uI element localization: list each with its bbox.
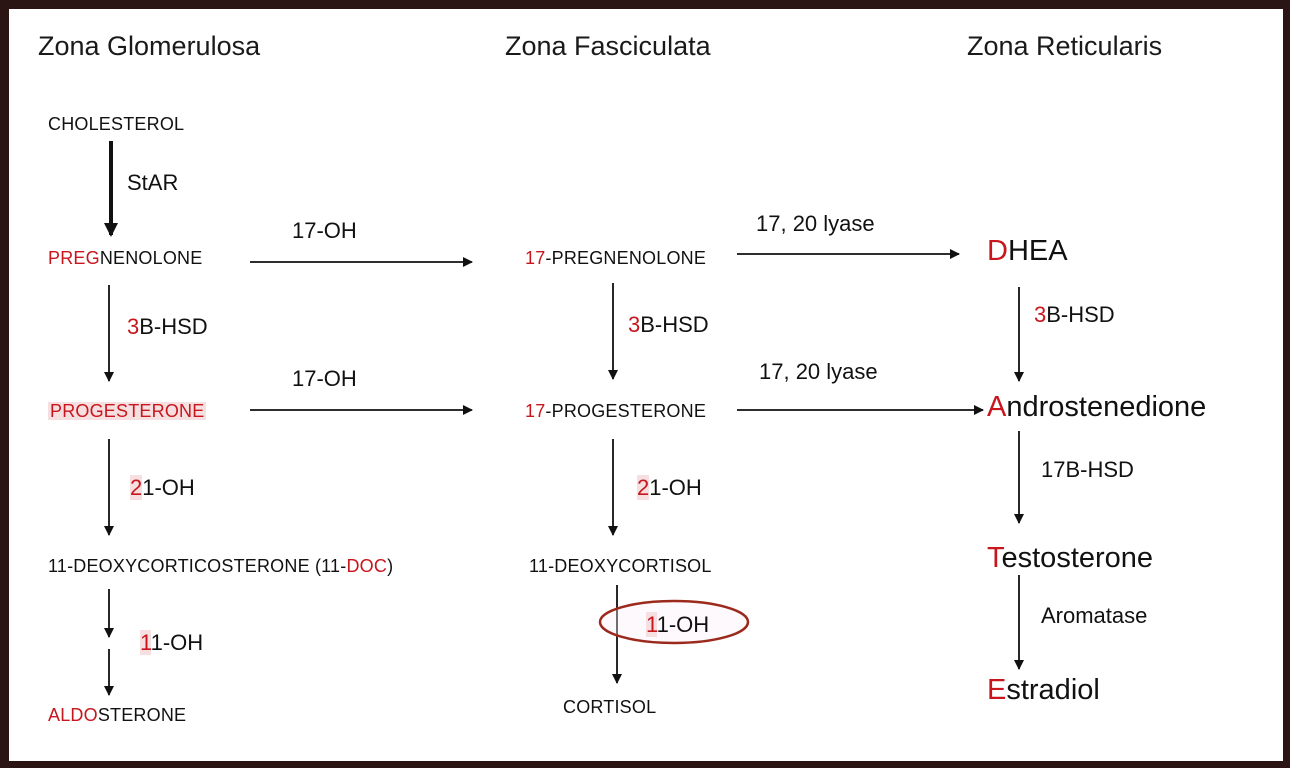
- enzyme-11-oh-rest: 1-OH: [150, 630, 204, 655]
- enzyme-3b-hsd-r-digit: 3: [1034, 302, 1047, 327]
- header-zona-glomerulosa: Zona Glomerulosa: [38, 31, 261, 61]
- doc-abbrev: DOC: [346, 556, 388, 576]
- highlight-oval-11oh: [598, 599, 750, 645]
- dhea-prefix: D: [987, 235, 1008, 267]
- enzyme-17-20-lyase-top: 17, 20 lyase: [756, 211, 875, 236]
- label-androstenedione: Androstenedione: [987, 393, 1206, 422]
- header-zona-reticularis: Zona Reticularis: [967, 31, 1163, 61]
- enzyme-17-oh-bottom: 17-OH: [292, 366, 357, 391]
- aldosterone-suffix: STERONE: [97, 705, 187, 725]
- estradiol-prefix: E: [987, 674, 1007, 706]
- enzyme-11-oh-f-digit: 1: [646, 612, 657, 637]
- enzyme-3b-hsd-digit: 3: [127, 314, 140, 339]
- androstenedione-prefix: A: [987, 391, 1007, 423]
- label-pregnenolone: PREGNENOLONE: [48, 249, 202, 267]
- arrows-layer: [104, 141, 1024, 696]
- label-17-progesterone: 17-PROGESTERONE: [525, 402, 706, 420]
- enzyme-21-oh-f-rest: 1-OH: [649, 475, 702, 500]
- label-estradiol: Estradiol: [987, 676, 1100, 705]
- enzyme-aromatase: Aromatase: [1041, 603, 1148, 628]
- testosterone-suffix: estosterone: [1001, 542, 1154, 574]
- enzyme-3b-hsd-fasciculata: 3B-HSD: [628, 314, 709, 336]
- header-zona-fasciculata: Zona Fasciculata: [505, 31, 711, 61]
- testosterone-prefix: T: [987, 542, 1002, 574]
- label-cortisol: CORTISOL: [563, 697, 657, 717]
- 17-progesterone-suffix: -PROGESTERONE: [545, 401, 707, 421]
- pregnenolone-prefix: PREG: [48, 248, 100, 268]
- 17-pregnenolone-prefix: 17: [525, 248, 546, 268]
- enzyme-21-oh-f-digit: 2: [637, 475, 650, 500]
- dhea-suffix: HEA: [1007, 235, 1068, 267]
- enzyme-star: StAR: [127, 170, 179, 195]
- enzyme-21-oh-glomerulosa: 21-OH: [130, 475, 195, 500]
- doc-prefix: 11-DEOXYCORTICOSTERONE (11-: [48, 556, 347, 576]
- enzyme-3b-hsd-rest: B-HSD: [139, 314, 208, 339]
- estradiol-suffix: stradiol: [1006, 674, 1100, 706]
- pregnenolone-suffix: NENOLONE: [99, 248, 203, 268]
- enzyme-3b-hsd-f-digit: 3: [628, 312, 641, 337]
- enzyme-21-oh-rest: 1-OH: [142, 475, 195, 500]
- enzyme-3b-hsd-r-rest: B-HSD: [1046, 302, 1115, 327]
- label-aldosterone: ALDOSTERONE: [48, 706, 186, 724]
- enzyme-3b-hsd-glomerulosa: 3B-HSD: [127, 316, 208, 338]
- label-17-pregnenolone: 17-PREGNENOLONE: [525, 249, 706, 267]
- enzyme-17b-hsd: 17B-HSD: [1041, 457, 1134, 482]
- label-11-deoxycorticosterone: 11-DEOXYCORTICOSTERONE (11-DOC): [48, 557, 393, 575]
- label-testosterone: Testosterone: [987, 544, 1153, 573]
- label-dhea: DHEA: [987, 237, 1068, 266]
- enzyme-21-oh-digit: 2: [130, 475, 143, 500]
- steroidogenesis-diagram: Zona Glomerulosa Zona Fasciculata Zona R…: [9, 9, 1283, 761]
- aldosterone-prefix: ALDO: [48, 705, 98, 725]
- enzyme-3b-hsd-f-rest: B-HSD: [640, 312, 709, 337]
- enzyme-21-oh-fasciculata: 21-OH: [637, 475, 702, 500]
- enzyme-11-oh-fasciculata: 11-OH: [646, 612, 710, 637]
- doc-close-paren: ): [387, 556, 394, 576]
- label-cholesterol: CHOLESTEROL: [48, 114, 185, 134]
- androstenedione-suffix: ndrostenedione: [1006, 391, 1207, 423]
- label-progesterone: PROGESTERONE: [48, 401, 207, 421]
- 17-progesterone-prefix: 17: [525, 401, 546, 421]
- label-11-deoxycortisol: 11-DEOXYCORTISOL: [529, 556, 712, 576]
- 17-pregnenolone-suffix: -PREGNENOLONE: [545, 248, 707, 268]
- enzyme-11-oh-digit: 1: [140, 630, 151, 655]
- enzyme-11-oh-f-rest: 1-OH: [656, 612, 710, 637]
- enzyme-11-oh-glomerulosa: 11-OH: [140, 630, 204, 655]
- enzyme-3b-hsd-reticularis: 3B-HSD: [1034, 304, 1115, 326]
- enzyme-17-oh-top: 17-OH: [292, 218, 357, 243]
- enzyme-17-20-lyase-bottom: 17, 20 lyase: [759, 359, 878, 384]
